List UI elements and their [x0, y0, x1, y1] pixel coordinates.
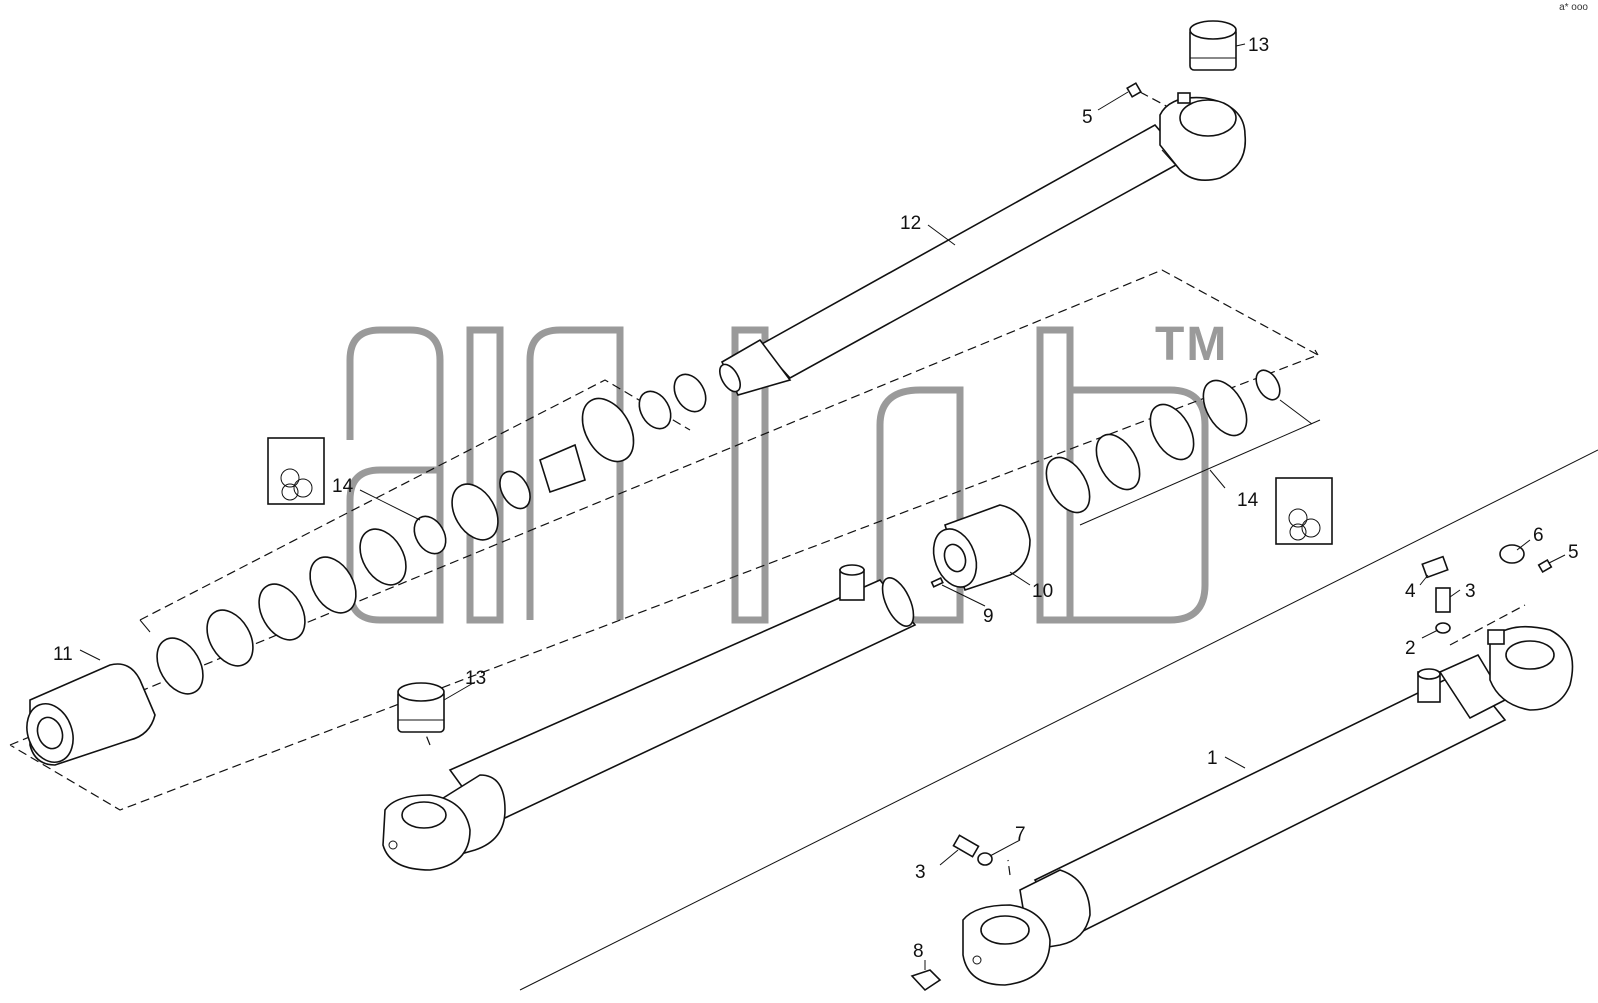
callout-12: 12: [900, 213, 921, 234]
leader-lines: [79, 43, 1566, 970]
callout-1: 1: [1207, 748, 1218, 769]
grease-nipple-top: [1126, 82, 1142, 98]
bushing-top: [1189, 20, 1237, 71]
fitting-adapter-3-lower: [952, 834, 980, 858]
callout-14-left: 14: [332, 476, 354, 497]
cylinder-barrel: [382, 564, 917, 871]
seal-kit-bag-right: [1275, 477, 1333, 545]
assembly-guide-lines: [9, 91, 1598, 991]
piston-rod: [718, 92, 1247, 396]
seal-rings-right: [1045, 369, 1281, 514]
callout-5-top: 5: [1082, 107, 1093, 128]
trademark-symbol: TM: [1155, 318, 1228, 371]
piston: [932, 504, 1031, 592]
seal-kit-bag-left: [267, 437, 325, 505]
bushing-middle: [397, 682, 445, 733]
callout-3-lower: 3: [915, 862, 926, 883]
hydraulic-cylinder-assembly: [962, 625, 1574, 986]
callout-9: 9: [983, 606, 994, 627]
callout-4: 4: [1405, 581, 1416, 602]
corner-mark: a* ooo: [1559, 2, 1588, 13]
fitting-elbow-4: [1421, 555, 1449, 579]
callout-10: 10: [1032, 581, 1053, 602]
callout-14-right: 14: [1237, 490, 1259, 511]
callout-2: 2: [1405, 638, 1416, 659]
callout-5-lower: 5: [1568, 542, 1579, 563]
pin-9: [930, 577, 944, 588]
callout-13-middle: 13: [465, 668, 486, 689]
washer-2: [1435, 622, 1451, 634]
grease-nipple-5-lower: [1537, 558, 1553, 574]
callout-13-top: 13: [1248, 35, 1269, 56]
callout-7: 7: [1015, 824, 1026, 845]
callout-3-upper: 3: [1465, 581, 1476, 602]
fitting-adapter-3-upper: [1435, 587, 1451, 613]
callout-11: 11: [53, 644, 73, 665]
washer-7: [977, 852, 993, 866]
callout-labels: 13 5 12 14 14 11 13 9 10 6 5 4 3 2 1 7 3…: [53, 35, 1579, 962]
callout-8: 8: [913, 941, 924, 962]
seal-rings-left: [156, 373, 707, 695]
plug-8: [910, 969, 942, 992]
cylinder-head-gland: [26, 663, 156, 766]
callout-6: 6: [1533, 525, 1544, 546]
